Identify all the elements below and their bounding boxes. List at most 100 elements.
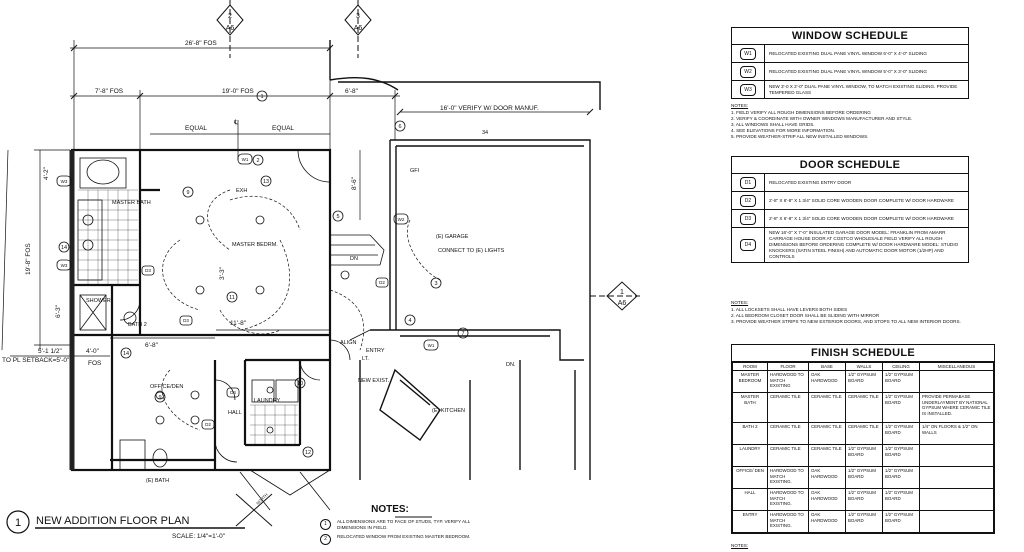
- room-entry: ENTRY: [366, 348, 385, 354]
- finish-cell: HARDWOOD TO MATCH EXISTING: [767, 370, 809, 394]
- dim-centerline: ℄: [233, 119, 239, 126]
- room-garage: (E) GARAGE: [436, 234, 469, 240]
- finish-schedule: FINISH SCHEDULE ROOM FLOOR BASE WALLS CE…: [731, 344, 995, 535]
- plan-notes-title: NOTES:: [371, 504, 409, 515]
- finish-cell: MASTER BATH: [732, 392, 768, 424]
- door-schedule-row: D3 2'-8" X 6'-8" X 1 3/4" SOLID CORE WOO…: [732, 210, 968, 228]
- finish-cell: CERAMIC TILE: [845, 392, 883, 424]
- plan-note-1-number: 1: [320, 519, 331, 530]
- finish-schedule-title: FINISH SCHEDULE: [732, 345, 994, 362]
- finish-cell: [919, 370, 994, 394]
- tag-d4: D4: [230, 390, 236, 395]
- finish-cell: BATH 2: [732, 422, 768, 446]
- tag-w2: W2: [398, 217, 405, 222]
- wall-tag-34: 34: [482, 130, 488, 136]
- dim-11-8: 11'-8": [230, 320, 247, 327]
- finish-row: BATH 2 CERAMIC TILE CERAMIC TILE CERAMIC…: [732, 422, 994, 446]
- plan-note-2-text: RELOCATED WINDOW FROM EXISTING MASTER BE…: [337, 534, 471, 539]
- door-schedule-title: DOOR SCHEDULE: [732, 157, 968, 174]
- finish-cell: 1/2" GYPSUM BOARD: [882, 370, 920, 394]
- window-desc: NEW 3'-0 X 2'-0" DUAL PANE VINYL WINDOW,…: [769, 83, 958, 95]
- tag-d2: D2: [379, 280, 385, 285]
- dim-equal-1: EQUAL: [185, 125, 207, 132]
- window-notes-title: NOTES:: [731, 103, 749, 108]
- window-schedule-notes: NOTES: 1. FIELD VERIFY ALL ROUGH DIMENSI…: [731, 103, 971, 140]
- window-note-item: 5. PROVIDE WEATHER-STRIP ALL NEW INSTALL…: [731, 134, 869, 139]
- callout-3: 3: [434, 281, 437, 287]
- dim-equal-2: EQUAL: [272, 125, 294, 132]
- connect-lights-note: CONNECT TO (E) LIGHTS: [438, 248, 505, 254]
- finish-cell: 1/2" GYPSUM BOARD: [845, 444, 883, 468]
- finish-cell: CERAMIC TILE: [808, 392, 846, 424]
- room-laundry: LAUNDRY: [254, 398, 281, 404]
- finish-cell: CERAMIC TILE: [767, 392, 809, 424]
- dim-left: 7'-8" FOS: [95, 88, 124, 95]
- finish-row: OFFICE/ DEN HARDWOOD TO MATCH EXISTING. …: [732, 466, 994, 490]
- finish-cell: CERAMIC TILE: [767, 422, 809, 446]
- callout-14b: 14: [123, 351, 129, 357]
- align-note: ALIGN: [340, 340, 357, 346]
- door-schedule-notes: NOTES: 1. ALL LOCKSETS SHALL HAVE LEVERS…: [731, 300, 1021, 325]
- finish-schedule-notes: NOTES:: [731, 543, 748, 550]
- window-note-item: 2. VERIFY & COORDINATE WITH OWNER WINDOW…: [731, 116, 913, 121]
- finish-notes-title: NOTES:: [731, 543, 749, 548]
- dim-right: 6'-8": [345, 88, 359, 95]
- new-addition-walls: [70, 148, 332, 472]
- window-schedule: WINDOW SCHEDULE W1 RELOCATED EXISTING DU…: [731, 27, 969, 99]
- window-note-item: 3. ALL WINDOWS SHALL HAVE GRIDS.: [731, 122, 815, 127]
- plan-note-2-number: 2: [320, 534, 331, 545]
- tag-markers: W1 W2 W3 W3 W1 D3 D3 D2 D2 D4: [56, 153, 439, 430]
- window-schedule-row: W2 RELOCATED EXISTING DUAL PANE VINYL WI…: [732, 63, 968, 81]
- dim-height-small: 4'-2": [43, 166, 50, 180]
- stair-down-label: DN: [350, 256, 358, 262]
- window-desc: RELOCATED EXISTING DUAL PANE VINYL WINDO…: [769, 68, 927, 74]
- finish-cell: OFFICE/ DEN: [732, 466, 768, 490]
- callout-5: 5: [336, 214, 339, 220]
- room-existing-bath: (E) BATH: [146, 478, 169, 484]
- tag-w1b: W1: [428, 343, 435, 348]
- window-schedule-title: WINDOW SCHEDULE: [732, 28, 968, 45]
- stair-down-label-2: DN.: [506, 362, 516, 368]
- finish-cell: MASTER BEDROOM: [732, 370, 768, 394]
- window-tag: W1: [740, 47, 756, 60]
- tag-w3b: W3: [61, 263, 68, 268]
- finish-cell: CERAMIC TILE: [845, 422, 883, 446]
- finish-schedule-table: ROOM FLOOR BASE WALLS CEILING MISCELLANE…: [732, 361, 994, 534]
- finish-cell: [919, 510, 994, 534]
- section-marker-1-number: 2: [228, 13, 232, 20]
- dim-5-1: 5'-1 1/2": [38, 348, 62, 355]
- callout-11: 11: [229, 295, 235, 301]
- finish-cell: HARDWOOD TO MATCH EXISTING.: [767, 466, 809, 490]
- finish-cell: 1/2" GYPSUM BOARD: [845, 510, 883, 534]
- door-schedule-row: D4 NEW 16'-0" X 7'-0" INSULATED GARAGE D…: [732, 228, 968, 262]
- door-desc: RELOCATED EXISTING ENTRY DOOR: [769, 179, 852, 185]
- room-master-bath: MASTER BATH: [112, 200, 151, 206]
- section-marker-3-number: 1: [620, 289, 624, 296]
- room-shower: SHOWER: [86, 298, 111, 304]
- finish-cell: [919, 488, 994, 512]
- finish-cell: OAK HARDWOOD: [808, 510, 846, 534]
- section-marker-top-2: [344, 0, 372, 58]
- finish-row: HALL HARDWOOD TO MATCH EXISTING. OAK HAR…: [732, 488, 994, 512]
- door-notes-title: NOTES:: [731, 300, 749, 305]
- electrical-wiring: [161, 189, 441, 431]
- callout-10: 10: [297, 381, 303, 387]
- finish-cell: CERAMIC TILE: [767, 444, 809, 468]
- finish-row: LAUNDRY CERAMIC TILE CERAMIC TILE 1/2" G…: [732, 444, 994, 468]
- finish-cell: LAUNDRY: [732, 444, 768, 468]
- finish-cell: PROVIDE PERMABASE UNDERLAYMENT BY NATION…: [919, 392, 994, 424]
- window-schedule-row: W1 RELOCATED EXISTING DUAL PANE VINYL WI…: [732, 45, 968, 63]
- door-tag: D4: [740, 239, 756, 251]
- dim-4-0: 4'-0": [86, 348, 100, 355]
- dim-garage: 16'-0" VERIFY W/ DOOR MANUF.: [440, 105, 539, 112]
- exhaust-label: EXH: [236, 188, 247, 194]
- callout-7: 7: [461, 331, 464, 337]
- door-desc: 2'-8" X 6'-8" X 1 3/4" SOLID CORE WOODEN…: [769, 215, 954, 221]
- finish-cell: 1/4" ON FLOORS & 1/2" ON WALLS: [919, 422, 994, 446]
- dim-6-8: 6'-8": [145, 342, 159, 349]
- dim-8-6: 8'-6": [351, 176, 358, 190]
- finish-header-cell: BASE: [808, 361, 846, 372]
- finish-cell: 1/2" GYPSUM BOARD: [882, 392, 920, 424]
- door-desc: NEW 16'-0" X 7'-0" INSULATED GARAGE DOOR…: [769, 230, 959, 259]
- door-tag: D3: [740, 212, 756, 225]
